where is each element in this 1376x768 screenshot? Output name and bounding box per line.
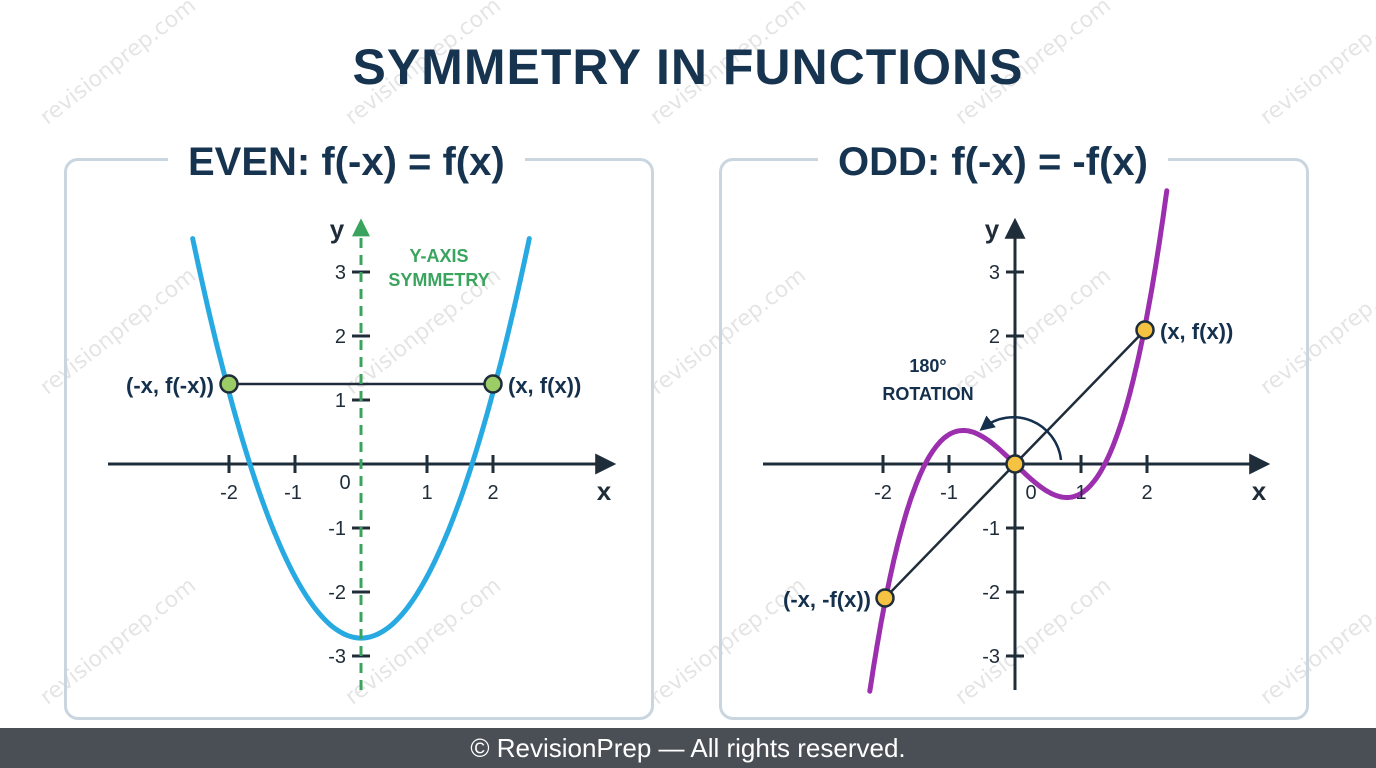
odd-point-upper [1135, 320, 1155, 340]
even-x-ticks [227, 455, 495, 473]
odd-panel-heading: ODD: f(-x) = -f(x) [818, 136, 1168, 188]
odd-y-tick-label: 3 [989, 262, 1000, 284]
even-y-tick-label: 3 [335, 262, 346, 284]
odd-x-tick-label: 1 [1075, 482, 1086, 504]
even-point-left-label: (-x, f(-x)) [126, 373, 214, 398]
even-y-axis-label: y [330, 214, 345, 244]
even-x-tick-label: 0 [339, 472, 350, 494]
even-symmetry-label: SYMMETRY [388, 270, 489, 290]
odd-y-ticks [1006, 270, 1024, 658]
even-y-tick-label: -3 [328, 646, 346, 668]
odd-point-lower-label: (-x, -f(x)) [783, 587, 871, 612]
odd-point-origin [1005, 454, 1025, 474]
odd-point-lower [875, 588, 895, 608]
odd-y-tick-label: 2 [989, 326, 1000, 348]
odd-cubic-curve [867, 188, 1170, 694]
odd-graph: -2 -1 0 1 2 3 2 -1 -2 -3 x y 180° ROTATI… [763, 188, 1271, 694]
even-point-right-label: (x, f(x)) [508, 373, 581, 398]
even-x-tick-label: -2 [220, 482, 238, 504]
even-x-tick-label: 2 [487, 482, 498, 504]
even-x-tick-label: -1 [284, 482, 302, 504]
odd-rotation-label: ROTATION [882, 384, 973, 404]
even-point-left [219, 374, 239, 394]
odd-x-tick-label: -1 [940, 482, 958, 504]
even-x-axis-label: x [597, 476, 612, 506]
odd-x-axis-label: x [1252, 476, 1267, 506]
even-y-tick-label: -1 [328, 518, 346, 540]
odd-rotation-arc [979, 415, 1063, 461]
even-y-tick-label: -2 [328, 582, 346, 604]
odd-y-tick-label: -2 [982, 582, 1000, 604]
even-y-tick-label: 2 [335, 326, 346, 348]
odd-y-tick-label: -1 [982, 518, 1000, 540]
odd-x-ticks [881, 455, 1149, 473]
even-point-right [483, 374, 503, 394]
even-y-tick-label: 1 [335, 390, 346, 412]
even-graph: -2 -1 0 1 2 3 2 1 -1 -2 -3 x y Y-AXIS SY… [108, 214, 617, 690]
odd-x-tick-label: 0 [1025, 482, 1036, 504]
odd-y-axis-label: y [985, 214, 1000, 244]
copyright-footer: © RevisionPrep — All rights reserved. [0, 728, 1376, 768]
even-symmetry-label: Y-AXIS [409, 246, 468, 266]
odd-x-tick-label: -2 [874, 482, 892, 504]
odd-point-upper-label: (x, f(x)) [1160, 319, 1233, 344]
odd-y-tick-label: -3 [982, 646, 1000, 668]
odd-rotation-label: 180° [909, 356, 946, 376]
even-x-tick-label: 1 [421, 482, 432, 504]
odd-x-tick-label: 2 [1141, 482, 1152, 504]
page-title: SYMMETRY IN FUNCTIONS [352, 39, 1024, 95]
even-panel-heading: EVEN: f(-x) = f(x) [168, 136, 525, 188]
